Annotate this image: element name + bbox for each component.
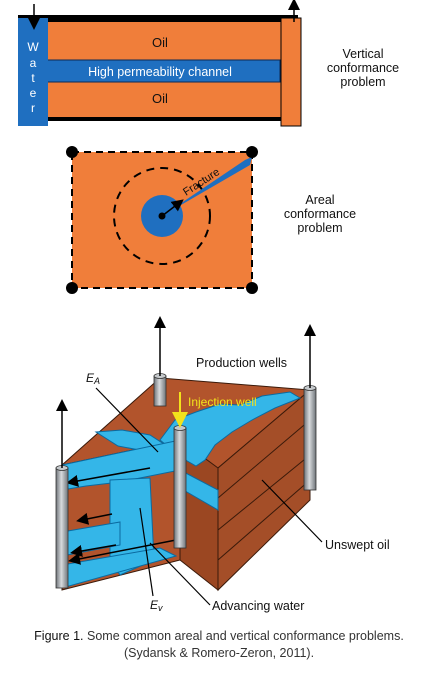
production-wells-label: Production wells	[196, 356, 287, 370]
flood-front-circle	[113, 167, 211, 265]
areal-conformance-diagram: Fracture Areal conformance problem	[66, 146, 356, 294]
reservoir-block-diagram: Production wells Injection well EA Ev Un…	[55, 316, 390, 613]
channel-label: High permeability channel	[88, 65, 232, 79]
flow-arrow-icon	[70, 544, 117, 557]
advancing-leader-line	[149, 542, 211, 606]
areal-title: conformance	[284, 207, 356, 221]
water-letter: W	[27, 40, 39, 54]
production-well	[303, 324, 317, 491]
layer-line	[217, 454, 311, 531]
fracture	[162, 157, 252, 216]
production-well	[153, 316, 167, 407]
oil-label-top: Oil	[152, 35, 168, 50]
ev-leader-line	[139, 507, 154, 597]
injection-well-dot	[158, 212, 166, 220]
layer-line	[217, 479, 311, 561]
vertical-title: Vertical	[343, 47, 384, 61]
water-letter: t	[31, 71, 35, 85]
production-well-dot	[66, 282, 78, 294]
fracture-arrow-icon	[161, 199, 184, 217]
production-well	[55, 399, 69, 589]
ev-label: Ev	[139, 507, 163, 613]
injection-well	[172, 392, 188, 549]
layer-line	[217, 419, 311, 499]
oil-label-bottom: Oil	[152, 91, 168, 106]
injection-well-label: Injection well	[188, 395, 257, 409]
svg-text:EA: EA	[86, 371, 100, 386]
unswept-oil-label: Unswept oil	[325, 538, 390, 552]
advancing-water-label: Advancing water	[212, 599, 304, 613]
ea-label: EA	[86, 371, 159, 453]
vertical-conformance-diagram: W a t e r Oil High permeability channel …	[18, 0, 399, 127]
caption-citation: (Sydansk & Romero-Zeron, 2011).	[123, 646, 315, 660]
flow-arrow-icon	[76, 512, 113, 525]
flow-arrow-icon	[68, 539, 177, 565]
production-well-dot	[246, 282, 258, 294]
water-top-surface	[159, 391, 302, 467]
areal-title: Areal	[305, 193, 334, 207]
oil-layer-top	[48, 22, 288, 62]
areal-title: problem	[297, 221, 342, 235]
water-letter: a	[30, 56, 37, 70]
figure-number: Figure 1.	[34, 629, 84, 643]
unswept-leader-line	[261, 479, 323, 543]
production-well-dot	[66, 146, 78, 158]
vertical-title: conformance	[327, 61, 399, 75]
svg-text:Ev: Ev	[150, 598, 163, 613]
vertical-title: problem	[340, 75, 385, 89]
oil-layer-bottom	[48, 77, 288, 117]
production-well-dot	[246, 146, 258, 158]
water-injector-column	[18, 18, 48, 126]
water-letter: e	[30, 86, 37, 100]
producer-column	[280, 17, 302, 127]
flow-arrow-icon	[66, 467, 151, 487]
caption-text: Some common areal and vertical conforman…	[83, 629, 404, 643]
ea-leader-line	[95, 387, 159, 453]
figure-caption: Figure 1. Some common areal and vertical…	[0, 628, 438, 662]
water-letter: r	[31, 101, 35, 115]
conformance-diagram: W a t e r Oil High permeability channel …	[18, 0, 399, 613]
